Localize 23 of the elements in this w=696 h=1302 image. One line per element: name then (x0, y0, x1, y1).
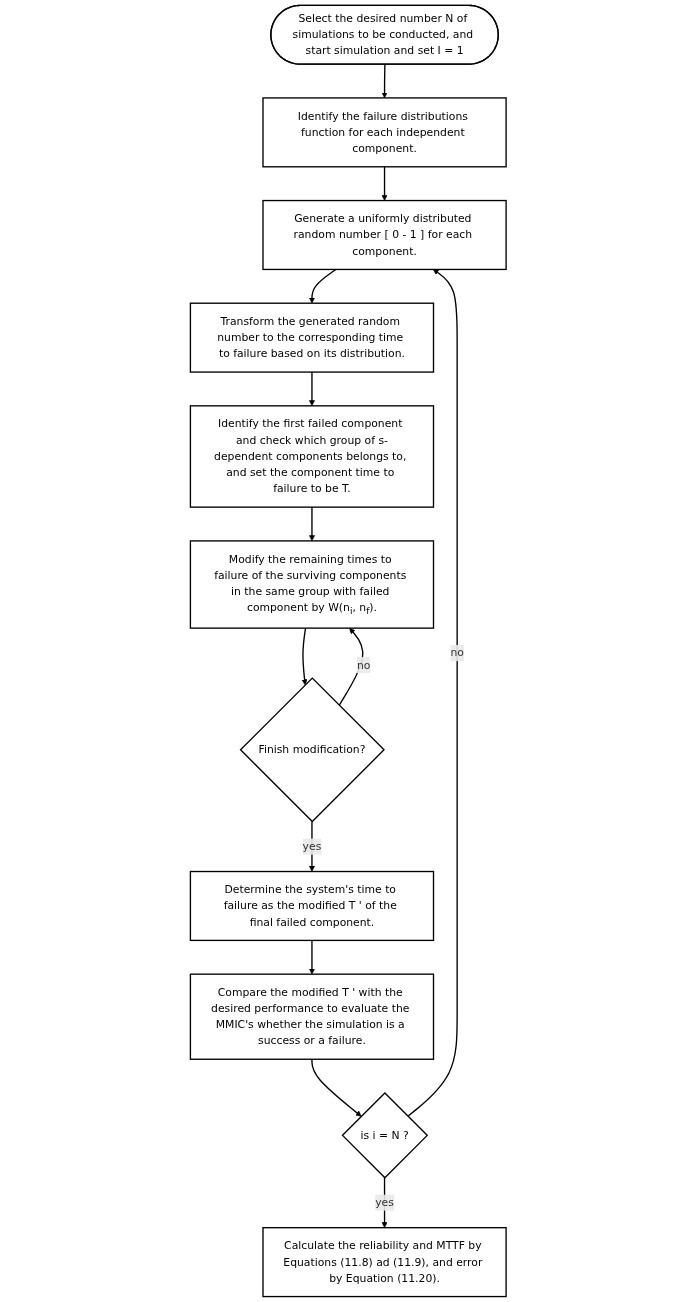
arrow (301, 627, 308, 686)
arrow (308, 939, 315, 975)
node-diamond: is i = N ? (341, 1092, 428, 1179)
node-box: Modify the remaining times to failure of the surviving components in the same group with failed component by W(n$_{i}$, n$_{f}$). (189, 540, 434, 629)
node-box: Identify the first failed component and check which group of s-dependent components belongs to, and set the component time to failure to be T. (189, 405, 434, 508)
arrow (308, 506, 315, 542)
node-box: Identify the failure distributions function for each independent component. (262, 97, 507, 168)
arrow (381, 166, 388, 201)
edge-label: no (450, 646, 464, 660)
arrow (308, 268, 337, 304)
arrow (338, 627, 364, 706)
arrow (381, 63, 388, 99)
node-box: Determine the system's time to failure as the modified T ' of the final failed component. (189, 870, 434, 942)
arrow (406, 269, 458, 1117)
arrow (311, 1058, 362, 1117)
edge-label: yes (374, 1195, 394, 1209)
arrow (308, 371, 315, 407)
edge-label: yes (302, 839, 322, 853)
node-box: Generate a uniformly distributed random number [ 0 - 1 ] for each component. (262, 199, 507, 271)
edge-label: no (356, 658, 371, 672)
node-box: Calculate the reliability and MTTF by Equations (11.8) ad (11.9), and error by Equation (11.20). (262, 1227, 507, 1298)
node-box: Transform the generated random number to the corresponding time to failure based on its distribution. (189, 302, 434, 373)
node-box: Compare the modified T ' with the desired performance to evaluate the MMIC's whether the simulation is a success or a failure. (189, 973, 434, 1060)
